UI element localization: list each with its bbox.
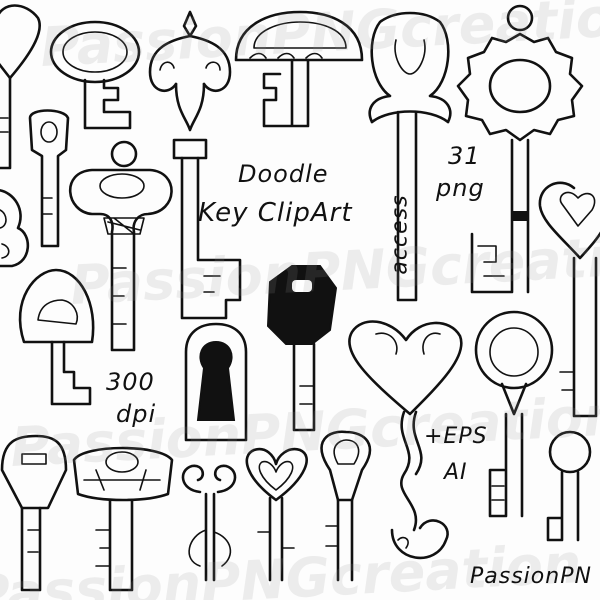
- formats-line-1: +EPS: [424, 424, 488, 449]
- keyhole-plate-icon: [184, 322, 248, 442]
- ornate-fleur-key-icon: [148, 10, 242, 320]
- sail-key-icon: [18, 268, 95, 406]
- ring-arrow-key-icon: [474, 310, 554, 518]
- small-key-icon: [28, 109, 70, 248]
- resolution-unit: dpi: [116, 400, 157, 428]
- mushroom-key-icon: [234, 10, 364, 128]
- padlock-key-icon: [0, 434, 68, 592]
- count-format: png: [436, 174, 485, 202]
- curl-key-icon: [0, 189, 30, 268]
- curly-heart-key-icon: [348, 320, 463, 560]
- access-engraving: access: [387, 194, 413, 275]
- resolution-number: 300: [106, 368, 155, 396]
- heart-key-right-icon: [538, 181, 600, 418]
- heart-key-icon: [0, 4, 41, 170]
- solid-hex-key-icon: [266, 265, 338, 432]
- spiral-key-icon: [181, 464, 237, 582]
- sunburst-key-icon: [456, 4, 584, 294]
- access-key-icon: [368, 11, 452, 302]
- brand-signature: PassionPN: [470, 564, 592, 589]
- title-line-2: Key ClipArt: [198, 198, 353, 228]
- oval-bow-key-icon: [49, 20, 141, 130]
- circle-key-icon: [546, 430, 592, 542]
- count-number: 31: [448, 142, 481, 170]
- loop-key-icon: [320, 430, 372, 582]
- title-line-1: Doodle: [238, 160, 329, 188]
- gem-box-key-icon: [72, 446, 174, 592]
- formats-line-2: AI: [444, 460, 468, 485]
- round-hole-key-icon: [68, 140, 173, 352]
- double-heart-key-icon: [245, 447, 308, 582]
